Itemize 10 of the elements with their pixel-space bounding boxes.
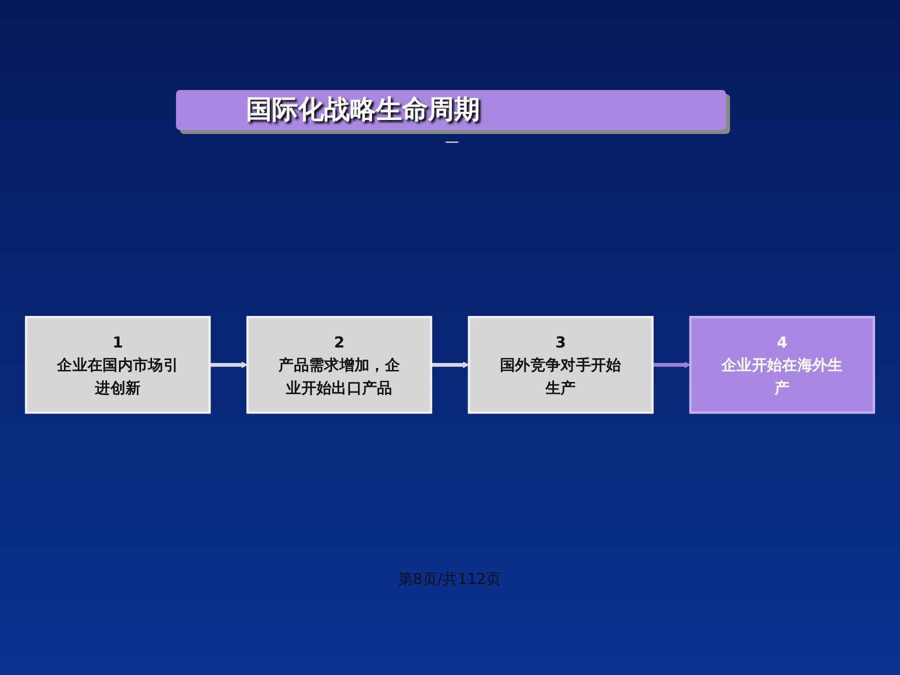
node-box: 4 企业开始在海外生产 [689,316,876,414]
page-number: 第8页/共112页 [398,570,502,589]
subtitle-dash: — [445,134,459,150]
arrow [210,362,248,368]
title-banner: 国际化战略生命周期 [176,90,726,130]
node-box: 2 产品需求增加，企业开始出口产品 [246,316,432,414]
node-box: 3 国外竞争对手开始生产 [468,316,654,414]
arrow [652,362,691,368]
node-box: 1 企业在国内市场引进创新 [24,316,211,414]
arrow [431,362,470,368]
